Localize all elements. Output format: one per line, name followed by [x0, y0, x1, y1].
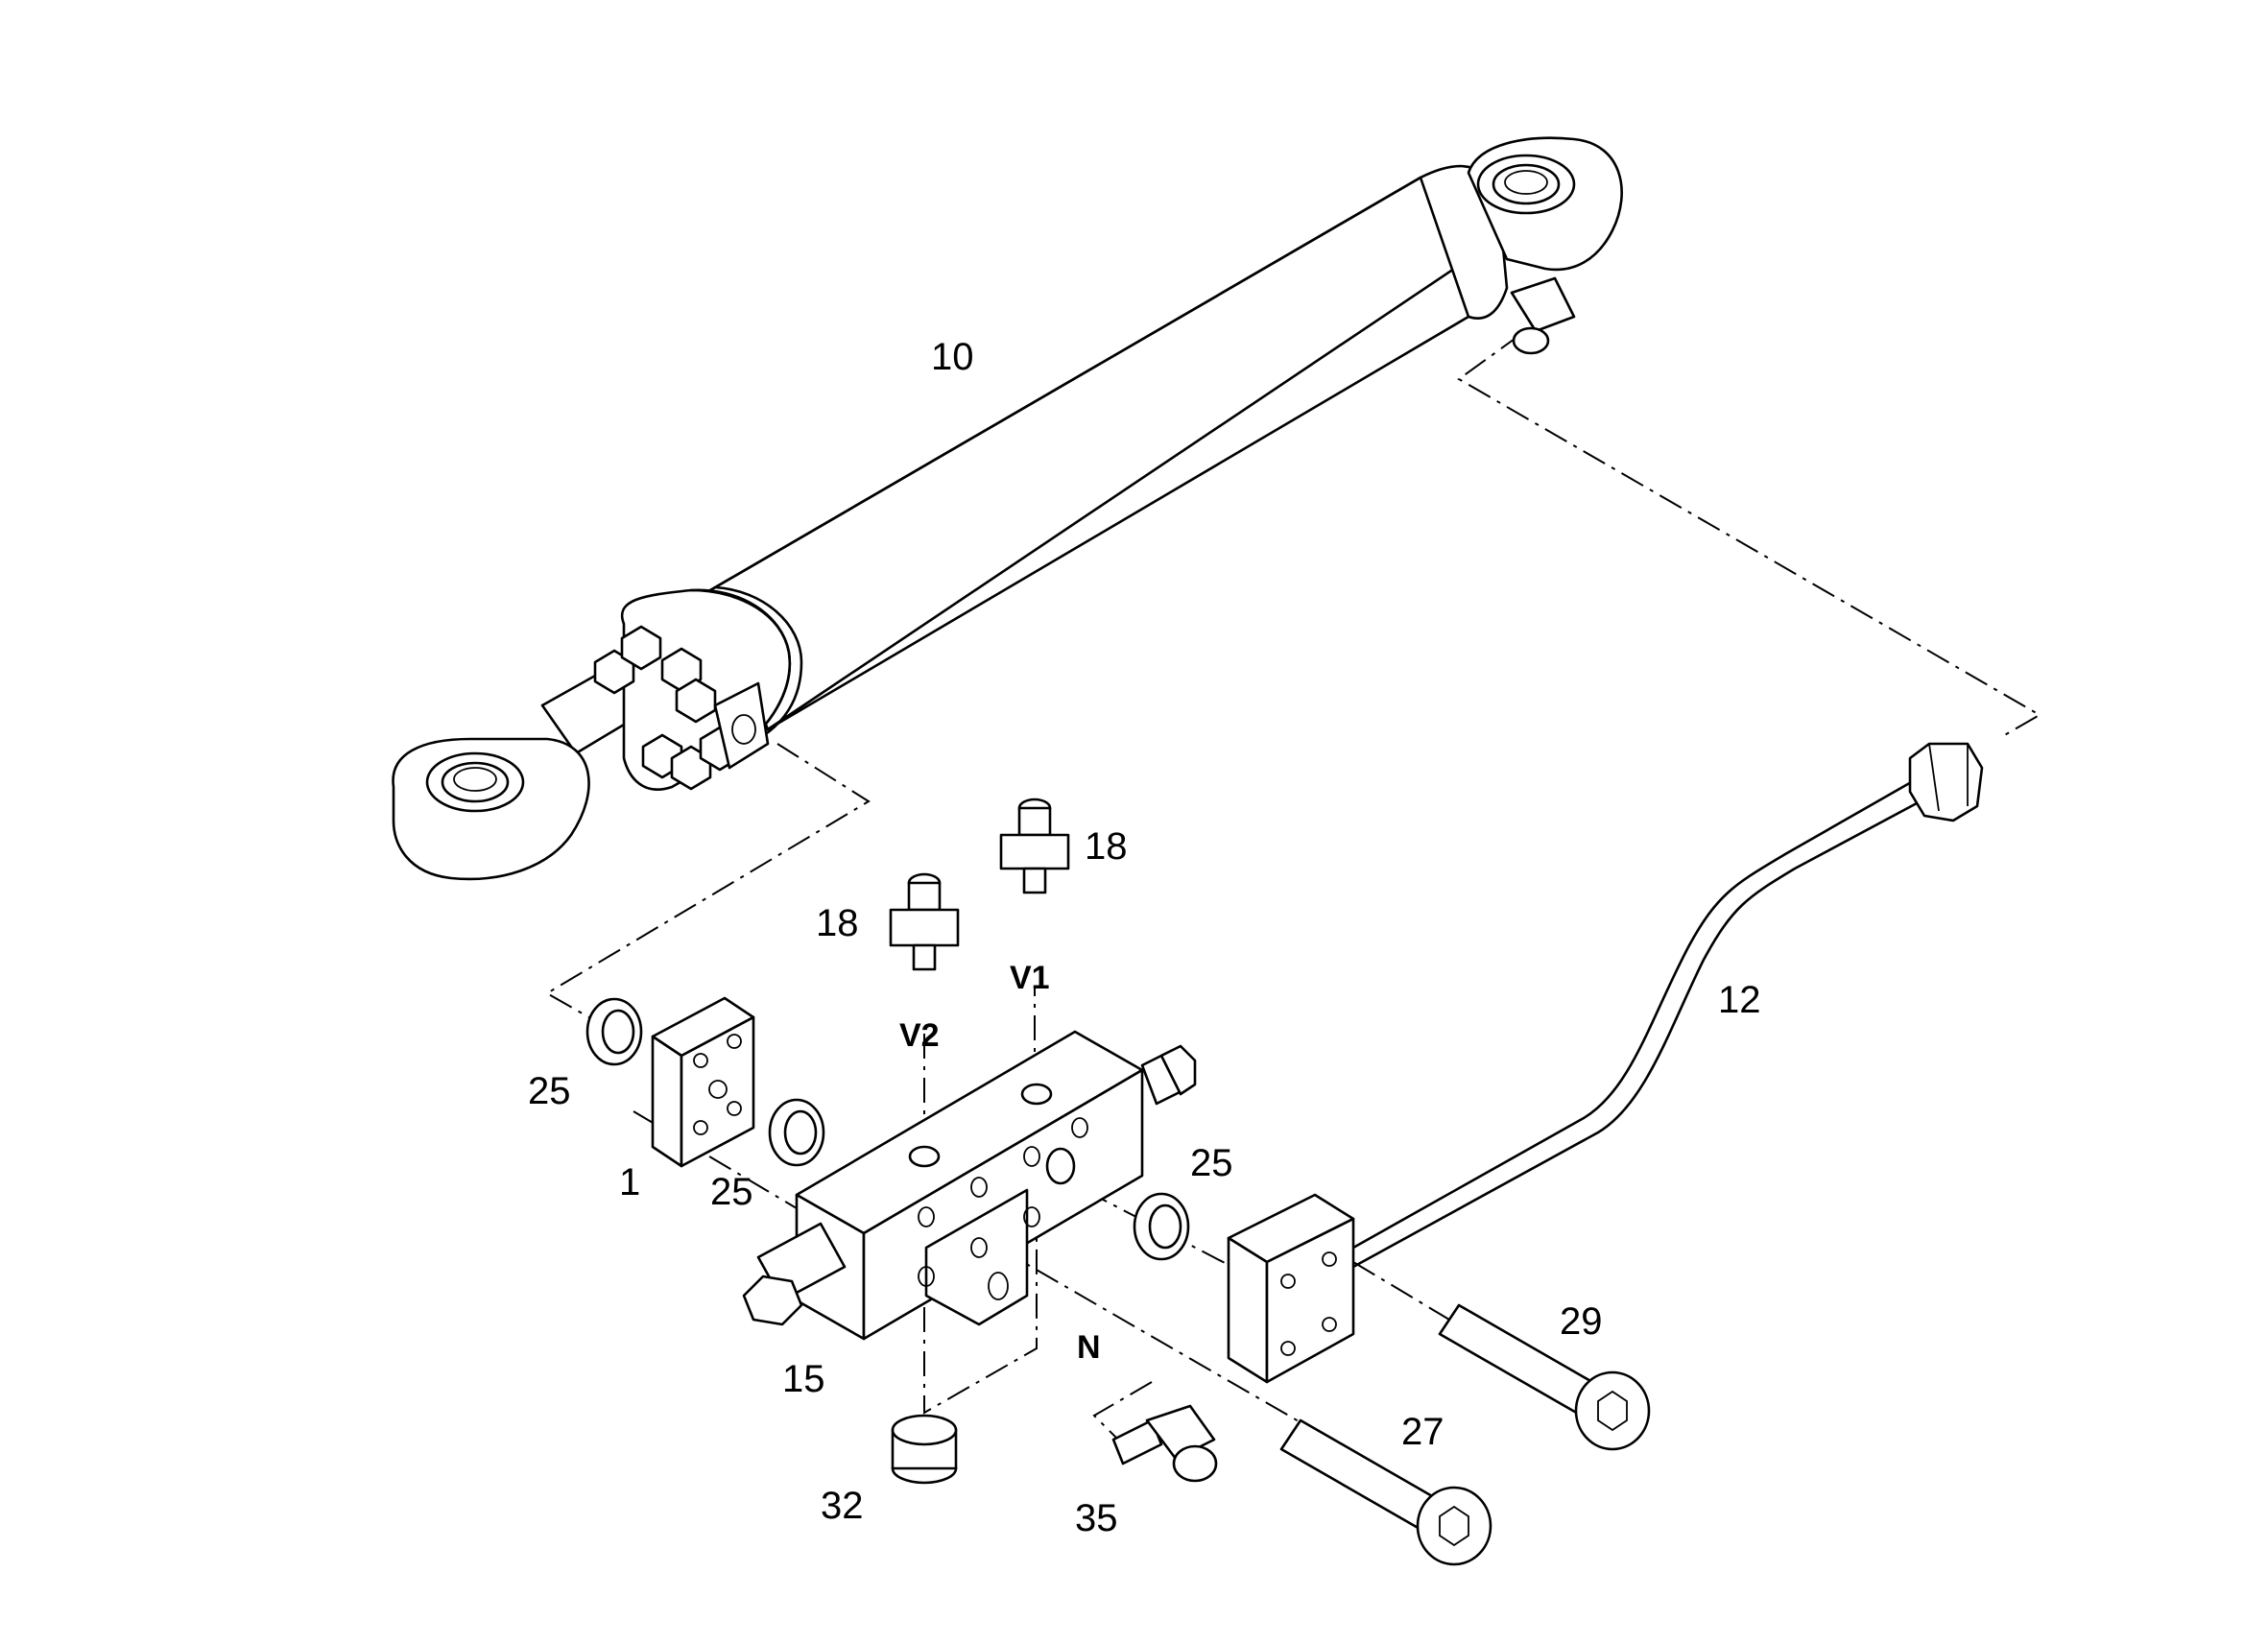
fitting-v1: [999, 798, 1070, 894]
callout-29: 29: [1560, 1300, 1603, 1343]
callout-18-v2: 18: [816, 902, 859, 944]
port-label-n: N: [1077, 1329, 1101, 1366]
callout-10: 10: [931, 336, 974, 378]
callout-25-left: 25: [528, 1070, 571, 1112]
seal-rings: [585, 997, 1190, 1261]
callout-12: 12: [1718, 979, 1761, 1021]
cap-screw-29: [1438, 1303, 1651, 1451]
adapter-plate: [651, 996, 755, 1168]
valve-block: [742, 1030, 1197, 1341]
fitting-v2: [889, 872, 960, 971]
gland-bolts: [593, 625, 741, 791]
callout-35: 35: [1075, 1497, 1118, 1539]
plug: [891, 1414, 958, 1485]
check-valve-fitting: [1111, 1404, 1218, 1483]
callout-1: 1: [619, 1161, 640, 1203]
callout-25-right: 25: [1190, 1142, 1233, 1184]
port-label-v2: V2: [899, 1017, 940, 1054]
callout-27: 27: [1401, 1411, 1444, 1453]
hydraulic-cylinder: [392, 136, 1623, 881]
port-label-v1: V1: [1010, 960, 1050, 996]
callout-15: 15: [782, 1358, 825, 1400]
callout-32: 32: [821, 1485, 864, 1527]
cap-screw-27: [1279, 1418, 1492, 1566]
callout-labels: 10 12 18 18 25 25 25 1 15 27 29 32 35 V1…: [528, 336, 1761, 1539]
callout-18-v1: 18: [1085, 825, 1128, 868]
callout-25-middle: 25: [710, 1171, 753, 1213]
pipe: [1227, 742, 1984, 1384]
